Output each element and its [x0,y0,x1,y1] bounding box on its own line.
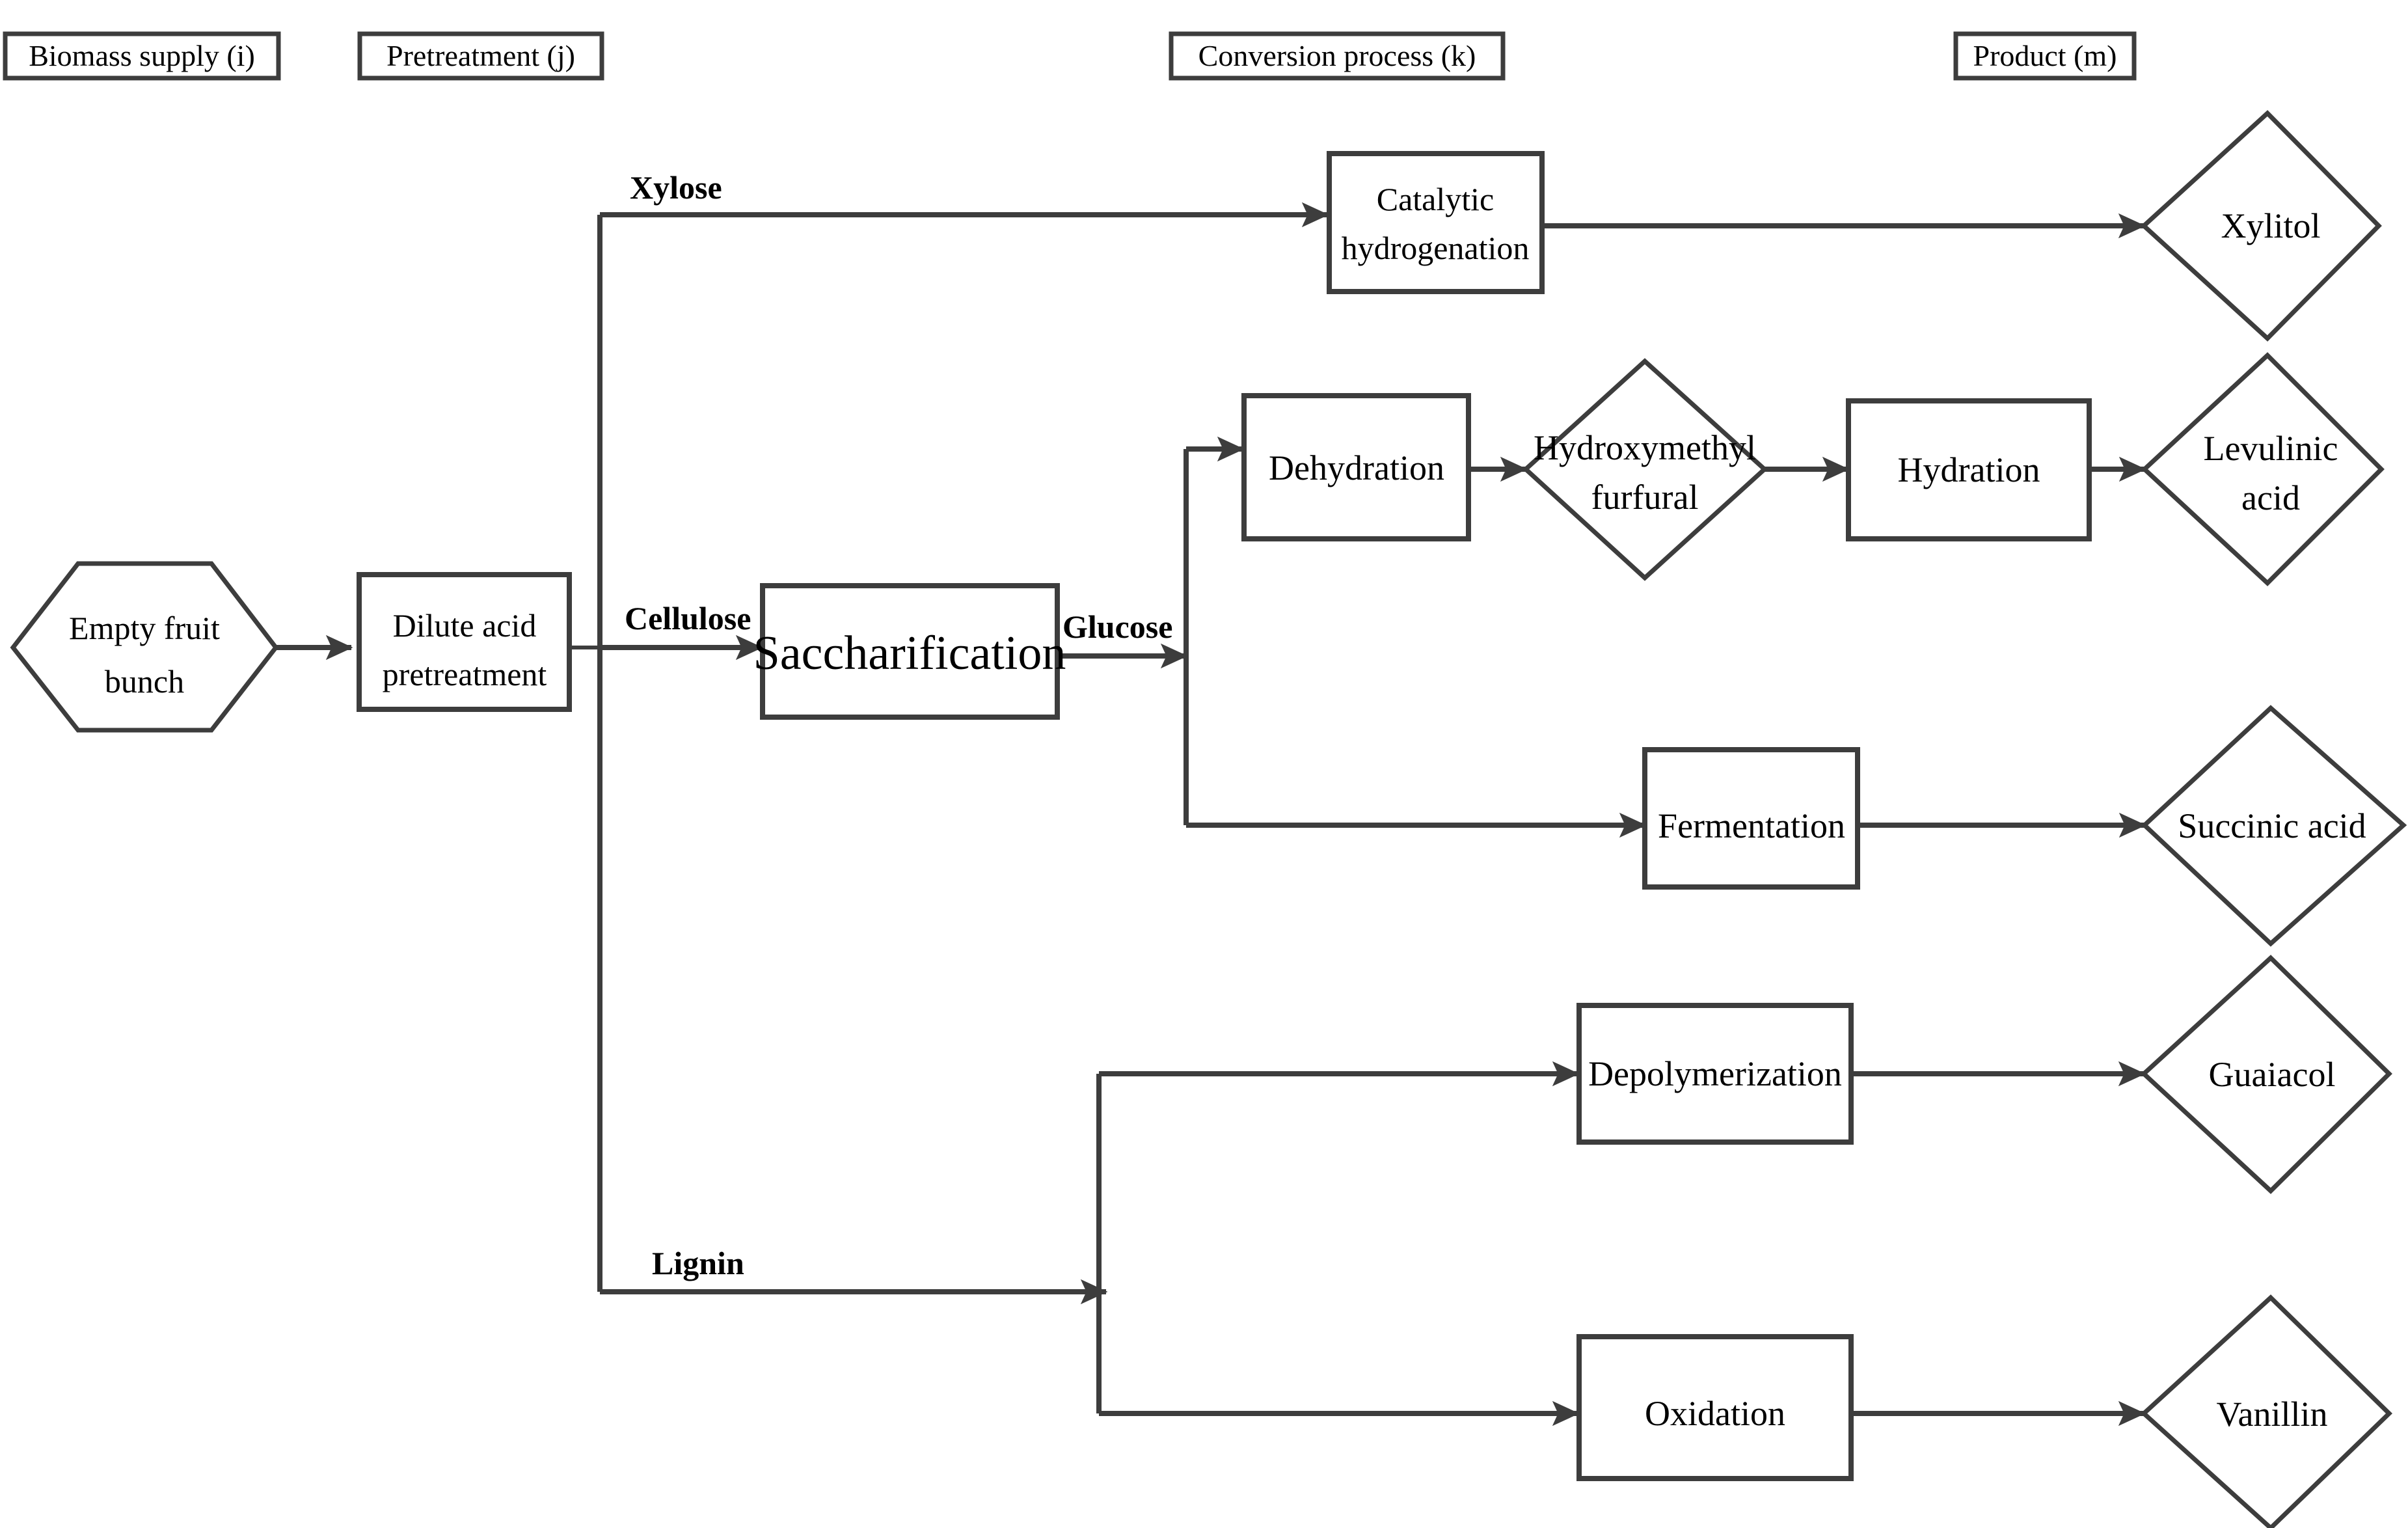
node-succinic-acid[interactable]: Succinic acid [2141,705,2407,947]
node-levulinic-acid[interactable]: Levulinic acid [2141,352,2385,586]
node-label-line2: bunch [105,663,184,700]
node-fermentation[interactable]: Fermentation [1642,747,1860,890]
node-label: Depolymerization [1588,1054,1842,1093]
node-label: Saccharification [753,627,1066,680]
node-oxidation[interactable]: Oxidation [1576,1334,1854,1481]
node-hydroxymethyl-furfural[interactable]: Hydroxymethyl furfural [1522,358,1768,581]
node-label-line1: Levulinic [2204,429,2338,468]
node-label-line1: Empty fruit [69,610,220,646]
flow-label-glucose: Glucose [1062,608,1172,645]
node-label-line2: hydrogenation [1342,230,1530,266]
node-label-line2: acid [2241,478,2300,517]
node-xylitol[interactable]: Xylitol [2140,110,2382,342]
node-saccharification[interactable]: Saccharification [753,583,1066,720]
node-dehydration[interactable]: Dehydration [1241,393,1471,541]
header-label: Product (m) [1973,39,2117,72]
flow-label-lignin: Lignin [652,1245,744,1281]
header-label: Pretreatment (j) [386,39,575,72]
node-guaiacol[interactable]: Guaiacol [2140,955,2392,1194]
node-label-line1: Catalytic [1377,181,1495,217]
header-conversion-process: Conversion process (k) [1169,31,1506,81]
flow-label-xylose: Xylose [630,169,722,206]
node-label: Guaiacol [2209,1055,2336,1094]
node-label-line2: furfural [1591,478,1699,517]
node-label: Fermentation [1658,806,1845,845]
node-hydration[interactable]: Hydration [1846,398,2092,541]
flow-label-cellulose: Cellulose [625,600,751,636]
header-pretreatment: Pretreatment (j) [357,31,604,81]
node-depolymerization[interactable]: Depolymerization [1576,1003,1854,1145]
node-dilute-acid-pretreatment[interactable]: Dilute acid pretreatment [357,572,572,712]
node-label-line1: Hydroxymethyl [1534,428,1756,467]
header-product: Product (m) [1953,31,2137,81]
header-biomass-supply: Biomass supply (i) [3,31,281,81]
node-label: Succinic acid [2178,806,2366,845]
node-label: Vanillin [2217,1395,2328,1434]
node-vanillin[interactable]: Vanillin [2140,1294,2393,1528]
node-label-line1: Dilute acid [393,607,537,644]
header-label: Biomass supply (i) [29,39,255,72]
node-label: Oxidation [1645,1394,1785,1433]
node-label-line2: pretreatment [383,656,547,692]
node-empty-fruit-bunch[interactable]: Empty fruit bunch [10,561,279,733]
node-label: Xylitol [2221,206,2320,245]
header-label: Conversion process (k) [1198,39,1476,72]
node-catalytic-hydrogenation[interactable]: Catalytic hydrogenation [1327,151,1545,294]
node-label: Dehydration [1269,448,1444,487]
node-label: Hydration [1898,450,2040,489]
